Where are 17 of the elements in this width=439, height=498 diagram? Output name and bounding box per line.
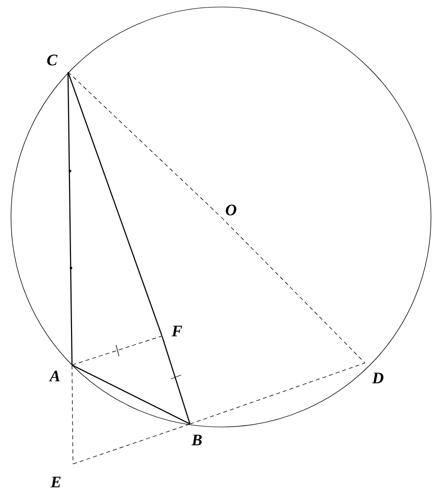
- line-segment: [190, 362, 366, 424]
- point-label: E: [50, 476, 61, 488]
- line-segment: [72, 424, 190, 464]
- point-label: F: [172, 326, 182, 336]
- point-label: D: [372, 372, 384, 384]
- line-segment: [67, 72, 73, 365]
- point-label: B: [192, 434, 202, 446]
- point-label: A: [48, 370, 60, 382]
- point-label: O: [226, 204, 236, 216]
- point-label: C: [47, 54, 58, 66]
- line-segment: [68, 72, 162, 336]
- line-segment: [72, 364, 74, 464]
- line-segment: [72, 336, 162, 366]
- line-segment: [68, 72, 222, 218]
- line-segment: [162, 336, 190, 424]
- line-segment: [72, 364, 190, 424]
- line-segment: [220, 216, 366, 364]
